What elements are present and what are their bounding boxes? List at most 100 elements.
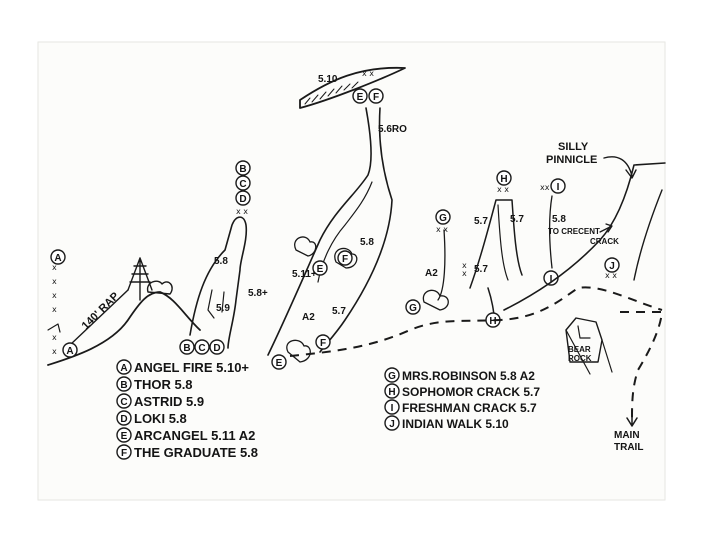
route-g-anchor: x x (436, 225, 448, 234)
rappel-line (69, 289, 129, 346)
route-a-base-marker (62, 342, 78, 358)
route-a-top-marker (50, 249, 66, 265)
approach-trail (289, 286, 663, 357)
trail-branch (620, 311, 664, 421)
svg-text:H: H (500, 174, 507, 185)
grade-5-10-top: 5.10 (318, 74, 338, 85)
tower-outline (267, 107, 393, 356)
main-label: MAIN (614, 430, 640, 441)
rock-b-inner (207, 289, 225, 319)
bear-rock-icon (565, 317, 613, 375)
svg-text:INDIAN WALK 5.10: INDIAN WALK 5.10 (402, 417, 509, 431)
rock-label: ROCK (568, 354, 592, 363)
legend-item-h: H SOPHOMOR CRACK 5.7 (384, 383, 540, 399)
ground-line (47, 291, 201, 366)
pinnicle-label: PINNICLE (546, 154, 597, 166)
bush-icon (146, 280, 173, 295)
svg-text:D: D (239, 194, 246, 205)
svg-text:I: I (391, 403, 394, 414)
svg-text:J: J (389, 419, 395, 430)
right-wall (633, 189, 663, 281)
svg-text:C: C (198, 343, 205, 354)
route-i-top (550, 178, 566, 194)
pinnicle-arrow (603, 156, 637, 179)
svg-text:E: E (317, 264, 324, 275)
tower-bushes (286, 236, 358, 363)
tower-ledge-hatch (304, 81, 359, 105)
route-i-line (549, 195, 553, 269)
svg-text:C: C (239, 179, 246, 190)
legend-item-d: D LOKI 5.8 (116, 410, 187, 426)
legend-item-c: C ASTRID 5.9 (116, 393, 204, 409)
route-f-base (315, 334, 331, 350)
ledge-anchor: x x (362, 69, 374, 78)
grade-a2-g: A2 (425, 268, 438, 279)
route-h-anchor: x x (497, 185, 509, 194)
grade-5-7-h2: 5.7 (510, 214, 524, 225)
svg-text:F: F (342, 254, 348, 265)
route-a-markers: x x x x x x (47, 263, 61, 356)
to-crescent-label: TO CRECENT (548, 227, 600, 236)
route-j-marker (604, 257, 620, 273)
grade-5-7-f: 5.7 (332, 306, 346, 317)
route-bcd-base: B C D (179, 339, 225, 355)
route-a-top-letter: A (54, 253, 61, 264)
bush-g (422, 289, 449, 311)
rock-b-outline (189, 216, 248, 349)
svg-text:THE GRADUATE 5.8: THE GRADUATE 5.8 (134, 445, 258, 460)
legend-item-j: J INDIAN WALK 5.10 (384, 415, 509, 431)
svg-text:x: x (462, 269, 467, 278)
silly-label: SILLY (558, 141, 589, 153)
grade-5-8-i: 5.8 (552, 214, 566, 225)
svg-text:H: H (388, 387, 395, 398)
svg-text:x: x (52, 333, 57, 342)
grade-5-8-b: 5.8 (214, 256, 228, 267)
legend-item-e: E ARCANGEL 5.11 A2 (116, 427, 255, 443)
svg-text:x: x (52, 305, 57, 314)
route-bcd-stack: B C D x x (235, 160, 251, 216)
svg-text:E: E (276, 358, 283, 369)
legend-item-b: B THOR 5.8 (116, 376, 193, 392)
svg-text:B: B (239, 164, 246, 175)
svg-text:E: E (121, 431, 128, 442)
grade-5-7-h1: 5.7 (474, 216, 488, 227)
svg-text:ASTRID 5.9: ASTRID 5.9 (134, 394, 204, 409)
svg-text:E: E (357, 92, 364, 103)
legend-right: G MRS.ROBINSON 5.8 A2 H SOPHOMOR CRACK 5… (384, 367, 540, 431)
trail-arrow (626, 409, 638, 427)
route-e-base (271, 354, 287, 370)
route-g-top (435, 209, 451, 225)
route-e-top (352, 88, 368, 104)
svg-text:F: F (121, 448, 127, 459)
grade-5-7-h3: 5.7 (474, 264, 488, 275)
route-f-mid (337, 250, 353, 266)
svg-text:B: B (120, 380, 127, 391)
grade-5-6ro: 5.6RO (378, 124, 407, 135)
svg-text:G: G (439, 213, 447, 224)
svg-text:LOKI 5.8: LOKI 5.8 (134, 411, 187, 426)
route-j-anchor: x x (605, 271, 617, 280)
svg-text:F: F (320, 338, 326, 349)
route-i-anchor: xx (540, 183, 550, 192)
bear-label: BEAR (568, 345, 591, 354)
svg-text:H: H (489, 316, 496, 327)
svg-text:x: x (52, 277, 57, 286)
trail-label: TRAIL (614, 442, 643, 453)
svg-text:F: F (373, 92, 379, 103)
grade-5-9: 5.9 (216, 303, 230, 314)
svg-text:SOPHOMOR CRACK 5.7: SOPHOMOR CRACK 5.7 (402, 385, 540, 399)
svg-text:MRS.ROBINSON 5.8 A2: MRS.ROBINSON 5.8 A2 (402, 369, 535, 383)
svg-text:x: x (52, 291, 57, 300)
route-f-top (368, 88, 384, 104)
svg-text:G: G (388, 371, 396, 382)
grade-5-8-e: 5.8 (360, 237, 374, 248)
svg-text:I: I (550, 274, 553, 285)
tower-ledge (299, 66, 406, 109)
grade-a2-left: A2 (302, 312, 315, 323)
svg-text:THOR 5.8: THOR 5.8 (134, 377, 193, 392)
legend-item-g: G MRS.ROBINSON 5.8 A2 (384, 367, 535, 383)
svg-text:D: D (120, 414, 127, 425)
rock-h-inner (497, 204, 509, 281)
route-g-base (405, 299, 421, 315)
